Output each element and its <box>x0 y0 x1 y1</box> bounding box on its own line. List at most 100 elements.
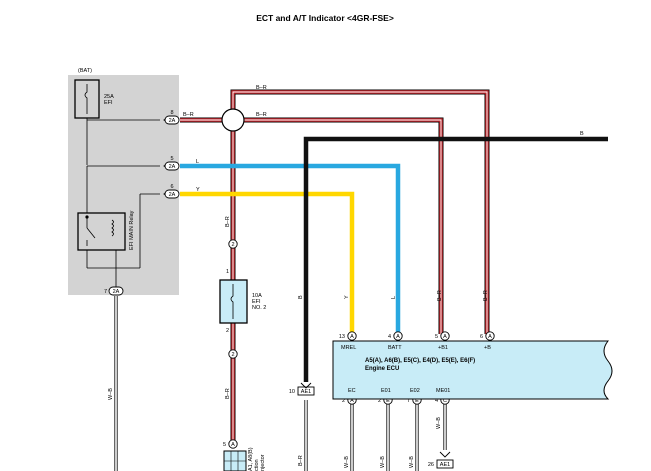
wire-br-b1 <box>244 118 443 334</box>
ecu-pin-label-e01: E01 <box>381 388 391 394</box>
relay-contact-dot <box>85 215 89 219</box>
relay-pin-7-label: 2A <box>113 289 120 295</box>
junction-pin-a-letter: 2 <box>231 242 234 248</box>
ae1-top-arrow <box>300 382 312 389</box>
junction-pin-b-letter: 2 <box>231 352 234 358</box>
fuse2-pin-top: 1 <box>226 269 229 275</box>
ecu-top-pin-num-3: 6 <box>480 334 483 340</box>
injector-label-line3: njector <box>260 454 266 471</box>
fuse2-name: EFI <box>252 299 261 305</box>
relay-label: EFI MAIN Relay <box>129 210 135 250</box>
wire-label-wb-ec: W–B <box>344 456 350 468</box>
ecu-bottom-pin-e02-letter: E <box>415 398 419 404</box>
wire-label-wb-left: W–B <box>108 388 114 400</box>
injector-label-line2: ction <box>254 459 260 471</box>
ecu-bottom-pin-num-1: 2 <box>378 398 381 404</box>
relay-pin-num-6: 6 <box>170 184 173 190</box>
wire-label-wb-e02: W–B <box>409 456 415 468</box>
ecu-bottom-pin-ec-letter: A <box>350 398 354 404</box>
ae1-connector-bottom-num: 26 <box>428 462 434 468</box>
relay-pin-num-7: 7 <box>104 289 107 295</box>
fuse-efi-element <box>84 84 88 114</box>
ecu-pin-label-mrel: MREL <box>341 345 356 351</box>
fuse2-rating: 10A <box>252 293 262 299</box>
ecu-top-pin-b1 <box>440 331 450 341</box>
relay-pin-7 <box>108 286 124 296</box>
wire-l-blue <box>180 163 401 334</box>
ecu-top-pin-batt <box>393 331 403 341</box>
wire-br-top-loop-stripe <box>232 91 488 334</box>
relay-pin-5 <box>164 161 180 171</box>
ecu-top-pin-num-1: 4 <box>388 334 391 340</box>
ae1-connector-top-num: 10 <box>289 389 295 395</box>
relay-pin-8 <box>164 115 180 125</box>
ecu-top-pin-mrel <box>347 331 357 341</box>
wire-label-br-vert2: B–R <box>437 290 443 301</box>
ecu-top-pin-b1-letter: A <box>443 334 447 340</box>
fuse-efi-no2-element <box>230 284 234 319</box>
wires <box>114 89 608 471</box>
junction-pin-a <box>228 239 238 249</box>
fuse2-pin-bottom: 2 <box>226 328 229 334</box>
wire-label-br-mid: B–R <box>256 112 267 118</box>
injector-pin-letter: A <box>231 442 235 448</box>
ecu-top-pin-batt-letter: A <box>396 334 400 340</box>
injector-pin-num: 5 <box>223 442 226 448</box>
ecu-pin-label-b: +B <box>484 345 491 351</box>
wire-label-wb-me01: W–B <box>436 417 442 429</box>
wire-br-b1-stripe <box>244 119 442 334</box>
wire-label-b-top: B <box>580 131 584 137</box>
injector-connector-grid <box>224 451 246 471</box>
junction-pin-b <box>228 349 238 359</box>
relay-box-internal-wiring <box>86 118 160 287</box>
efi-main-relay <box>77 212 126 251</box>
wire-label-br-vert4: B–R <box>225 388 231 399</box>
wire-label-br-pin8: B–R <box>183 112 194 118</box>
ae1-connector-top-label: AE1 <box>301 389 311 395</box>
ecu-codes: A5(A), A6(B), E5(C), E4(D), E5(E), E6(F) <box>365 358 475 364</box>
wire-label-br-vert1: B–R <box>225 216 231 227</box>
relay-pin-num-5: 5 <box>170 156 173 162</box>
wire-b-black <box>303 136 608 382</box>
ecu-pin-label-batt: BATT <box>388 345 402 351</box>
ecu-bottom-pin-e01-letter: E <box>386 398 390 404</box>
ecu-bottom-pin-num-3: 4 <box>435 398 438 404</box>
wire-label-l-vert: L <box>391 296 397 299</box>
relay-pin-6-label: 2A <box>169 192 176 198</box>
relay-pin-num-8: 8 <box>170 110 173 116</box>
ecu-top-pin-b <box>485 331 495 341</box>
wire-label-b-vert: B <box>298 295 304 299</box>
engine-room-relay-box <box>68 75 179 295</box>
ecu-pin-label-b1: +B1 <box>438 345 448 351</box>
relay-pin-5-label: 2A <box>169 164 176 170</box>
wire-y-yellow <box>180 191 355 334</box>
bat-label: (BAT) <box>78 68 92 74</box>
ecu-top-pin-num-0: 13 <box>339 334 345 340</box>
ecu-top-pin-b-letter: A <box>488 334 492 340</box>
ecu-bottom-pin-me01-letter: C <box>443 398 447 404</box>
fuse-efi-no2 <box>219 279 248 324</box>
ae1-connector-bottom-label: AE1 <box>440 462 450 468</box>
ecu-top-pin-mrel-letter: A <box>350 334 354 340</box>
ecu-pin-label-e02: E02 <box>410 388 420 394</box>
relay-pin-6 <box>164 189 180 199</box>
ecu-top-pin-num-2: 5 <box>435 334 438 340</box>
ecu-pin-label-ec: EC <box>348 388 356 394</box>
ecu-pin-label-me01: ME01 <box>436 388 450 394</box>
junction-connector <box>221 108 245 132</box>
injector-label-line1: A1, A8(B) <box>248 447 254 471</box>
engine-ecu-box <box>332 340 613 400</box>
ecu-top-pin-labels: MREL BATT +B1 +B <box>341 345 491 351</box>
ecu-bottom-pin-num-0: 2 <box>342 398 345 404</box>
ecu-bottom-pin-num-2: 7 <box>407 398 410 404</box>
wire-label-br-top: B–R <box>256 85 267 91</box>
fuse2-number: NO. 2 <box>252 305 266 311</box>
injector-pin <box>228 439 238 449</box>
relay-switch-symbol <box>86 218 114 246</box>
ae1-connector-top <box>297 386 315 396</box>
wire-label-br-bottom: B–R <box>298 455 304 466</box>
fuse-efi-name: EFI <box>104 100 113 106</box>
wire-label-br-vert3: B–R <box>483 290 489 301</box>
wire-br-top-loop-outline <box>230 89 490 334</box>
